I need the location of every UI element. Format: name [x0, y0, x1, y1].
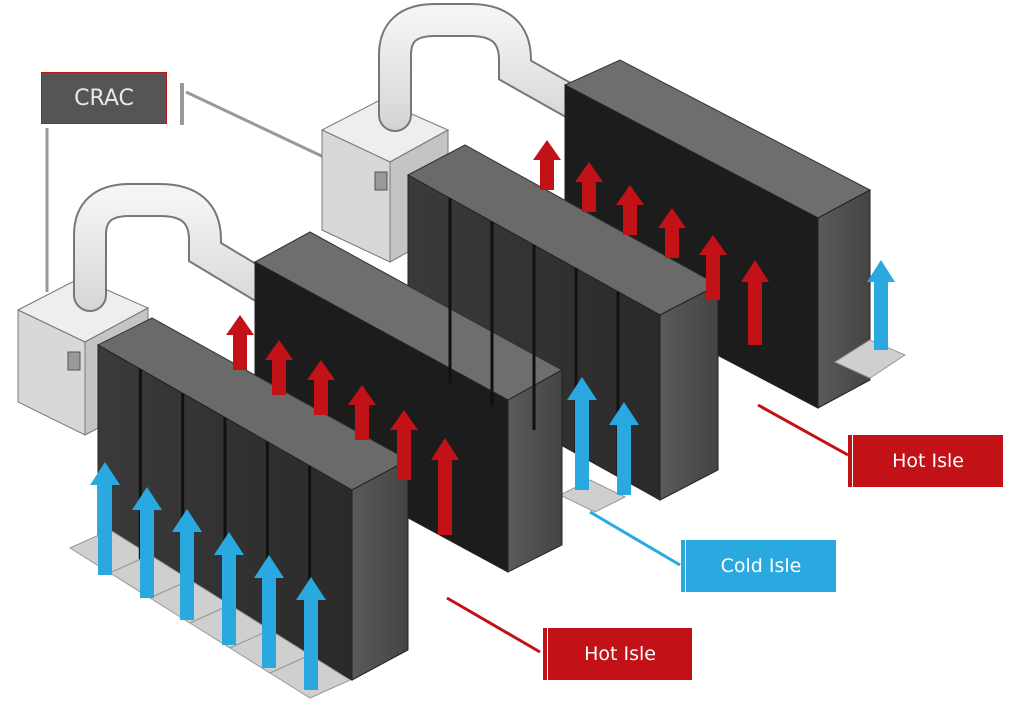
hot-isle-bottom-bracket — [543, 628, 547, 680]
hot-arrow — [533, 140, 561, 190]
cold-arrow — [214, 532, 244, 645]
hot-arrow — [616, 185, 644, 235]
hot-arrow — [390, 410, 418, 480]
cold-isle-label: Cold Isle — [720, 555, 802, 577]
crac-label: CRAC — [74, 85, 134, 111]
hot-arrow — [699, 235, 727, 300]
cold-isle-bracket — [681, 540, 685, 592]
crac-label-box: CRAC — [41, 72, 167, 124]
hot-arrow — [741, 260, 769, 345]
leader-lines — [45, 90, 849, 654]
hot-isle-bottom-label: Hot Isle — [584, 643, 656, 665]
crac-leader-line — [185, 90, 331, 162]
cold-arrow — [867, 260, 895, 350]
cold-isle-callout: Cold Isle — [686, 540, 836, 592]
cold-arrow — [254, 555, 284, 668]
hot-arrow — [431, 438, 459, 535]
hot-arrow — [226, 315, 254, 370]
hot-arrow — [658, 208, 686, 258]
hot-isle-top-callout: Hot Isle — [853, 435, 1003, 487]
hot-isle-top-leader — [757, 403, 849, 457]
hot-air-arrows — [226, 140, 769, 535]
hot-isle-bottom-callout: Hot Isle — [548, 628, 692, 680]
cold-arrow — [296, 577, 326, 690]
cold-air-arrows — [90, 260, 895, 690]
cold-arrow — [132, 487, 162, 598]
hot-arrow — [307, 360, 335, 415]
cold-arrow — [172, 509, 202, 620]
cold-arrow — [567, 377, 597, 490]
hot-arrow — [575, 162, 603, 212]
cold-arrow — [90, 462, 120, 575]
cold-isle-leader — [589, 510, 681, 567]
duct-back — [378, 2, 807, 242]
hot-isle-top-label: Hot Isle — [892, 450, 964, 472]
crac-label-bracket — [180, 83, 184, 125]
duct-front — [73, 183, 502, 437]
hot-isle-top-bracket — [848, 435, 852, 487]
hot-arrow — [348, 385, 376, 440]
cold-arrow — [609, 402, 639, 495]
hot-arrow — [265, 340, 293, 395]
hot-isle-bottom-leader — [446, 596, 541, 654]
